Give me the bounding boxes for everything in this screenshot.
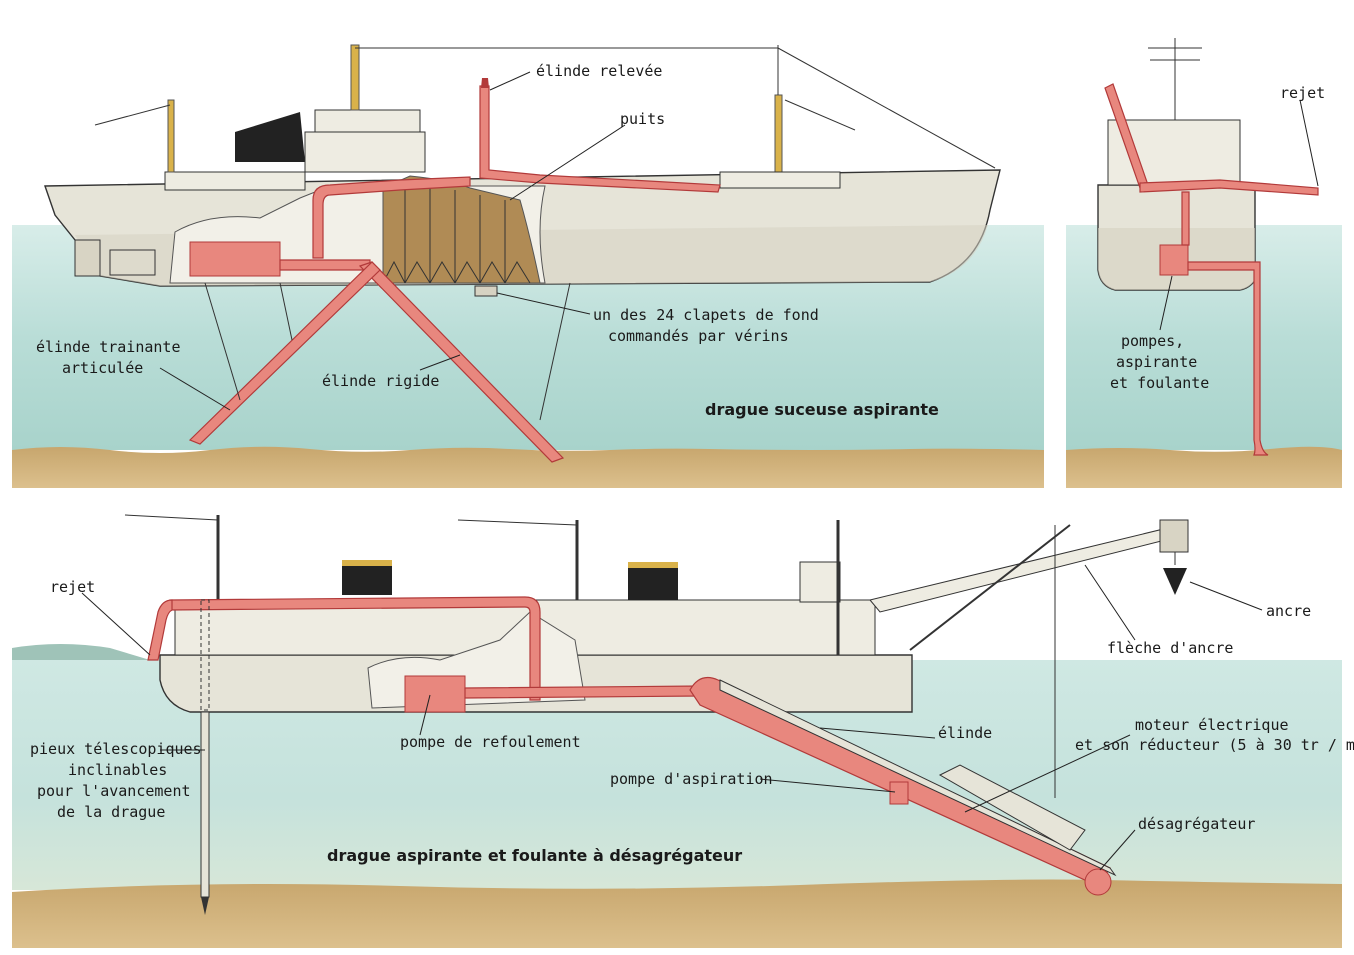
label-pompes-3: et foulante bbox=[1110, 374, 1209, 392]
label-pompe-aspiration: pompe d'aspiration bbox=[610, 770, 773, 788]
distant-shore bbox=[12, 644, 150, 660]
leader-clapets bbox=[496, 292, 591, 315]
anchor-boom-head bbox=[1159, 519, 1189, 553]
pump bbox=[189, 241, 281, 277]
hopper-dividers bbox=[382, 188, 531, 284]
derrick-booms bbox=[94, 99, 856, 131]
hoist-wire-3 bbox=[539, 282, 571, 421]
panel-top-left: élinde relevée puits un des 24 clapets d… bbox=[12, 8, 1044, 488]
suction-pump bbox=[889, 781, 909, 805]
stay-wire-fore bbox=[777, 47, 996, 169]
label-moteur-2: et son réducteur (5 à 30 tr / mn) bbox=[1075, 736, 1354, 754]
label-pieux-2: inclinables bbox=[68, 761, 167, 779]
label-pieux-3: pour l'avancement bbox=[37, 782, 191, 800]
spud-pile-in-hull bbox=[200, 599, 210, 711]
label-pompes-2: aspirante bbox=[1116, 353, 1197, 371]
funnel-1-band bbox=[342, 560, 392, 566]
leader-elinde-trainante bbox=[159, 367, 231, 411]
control-cabin bbox=[799, 561, 841, 603]
hoist-wire-1 bbox=[204, 282, 241, 401]
leader-pompe-refoulement bbox=[419, 694, 431, 736]
label-elinde-rigide: élinde rigide bbox=[322, 372, 439, 390]
raised-drag-arm bbox=[479, 85, 721, 193]
label-desagregateur: désagrégateur bbox=[1138, 815, 1255, 833]
hoist-wire-2 bbox=[279, 282, 293, 341]
derrick-post-aft bbox=[167, 99, 175, 173]
seabed bbox=[12, 446, 1044, 488]
anchor-boom-strut bbox=[909, 524, 1071, 651]
cutter-head bbox=[1084, 868, 1112, 896]
label-rejet-right: rejet bbox=[1280, 84, 1325, 102]
leader-rejet-right bbox=[1299, 99, 1319, 187]
section-discharge-pipe bbox=[1139, 179, 1319, 196]
pump-shaft-pipe bbox=[464, 685, 701, 699]
pump-pipe bbox=[279, 259, 371, 271]
label-fleche-ancre: flèche d'ancre bbox=[1107, 639, 1233, 657]
label-pieux-1: pieux télescopiques bbox=[30, 740, 202, 758]
panel-top-right: rejet pompes, aspirante et foulante bbox=[1066, 8, 1342, 488]
leader-elinde-relevee bbox=[489, 71, 531, 91]
leader-rejet-bottom bbox=[81, 592, 151, 656]
leader-fleche bbox=[1084, 564, 1136, 641]
leader-ancre bbox=[1189, 581, 1263, 611]
spud-pile bbox=[200, 711, 210, 898]
bottom-derricks bbox=[124, 514, 578, 526]
trailing-drag-arm bbox=[188, 261, 381, 445]
title-bottom: drague aspirante et foulante à désagréga… bbox=[327, 846, 742, 865]
section-yards bbox=[1148, 47, 1202, 61]
bridge-top bbox=[314, 109, 421, 133]
panel-bottom: rejet ancre flèche d'ancre moteur électr… bbox=[12, 496, 1354, 948]
title-top-left: drague suceuse aspirante bbox=[705, 400, 939, 419]
label-pompes-1: pompes, bbox=[1121, 332, 1184, 350]
label-elinde-trainante-1: élinde trainante bbox=[36, 338, 181, 356]
label-elinde-relevee: élinde relevée bbox=[536, 62, 662, 80]
leader-moteur bbox=[964, 734, 1131, 813]
motor-housing bbox=[938, 764, 1086, 851]
funnel-2-band bbox=[628, 562, 678, 568]
seabed-bottom bbox=[12, 879, 1342, 948]
bottom-door bbox=[474, 285, 498, 297]
anchor bbox=[1163, 568, 1187, 595]
rudder bbox=[74, 239, 101, 277]
refoulement-pump bbox=[404, 675, 466, 713]
label-elinde: élinde bbox=[938, 724, 992, 742]
leader-elinde-rigide bbox=[419, 354, 461, 371]
rigid-drag-arm bbox=[358, 261, 565, 463]
funnel bbox=[235, 112, 305, 162]
label-ancre: ancre bbox=[1266, 602, 1311, 620]
rejet-outlet bbox=[147, 599, 173, 661]
section-vertical-pipe bbox=[1181, 191, 1190, 246]
label-clapets-2: commandés par vérins bbox=[608, 327, 789, 345]
leader-pompe-aspiration bbox=[759, 778, 896, 793]
label-clapets-1: un des 24 clapets de fond bbox=[593, 306, 819, 324]
mast-aft bbox=[350, 44, 360, 111]
label-elinde-trainante-2: articulée bbox=[62, 359, 143, 377]
label-puits: puits bbox=[620, 110, 665, 128]
seabed-right bbox=[1066, 446, 1342, 488]
bridge bbox=[304, 131, 426, 173]
propeller-housing bbox=[109, 249, 156, 276]
funnel-2 bbox=[628, 562, 678, 600]
leader-desagregateur bbox=[1099, 829, 1136, 871]
drag-arm-head bbox=[481, 78, 489, 88]
section-suction-pipe bbox=[1187, 261, 1269, 456]
discharge-pipe bbox=[312, 176, 471, 259]
fore-deckhouse bbox=[719, 171, 841, 189]
label-moteur-1: moteur électrique bbox=[1135, 716, 1289, 734]
aft-deckhouse bbox=[164, 171, 306, 191]
bottom-discharge-pipe bbox=[169, 596, 541, 701]
spud-pile-tip bbox=[201, 897, 209, 915]
label-pompe-refoulement: pompe de refoulement bbox=[400, 733, 581, 751]
leader-elinde bbox=[819, 727, 936, 739]
label-pieux-4: de la drague bbox=[57, 803, 165, 821]
leader-puits bbox=[509, 124, 626, 201]
derrick-post-fore bbox=[774, 94, 783, 176]
section-pump bbox=[1159, 244, 1189, 276]
label-rejet-bottom: rejet bbox=[50, 578, 95, 596]
leader-pompes bbox=[1159, 275, 1173, 331]
